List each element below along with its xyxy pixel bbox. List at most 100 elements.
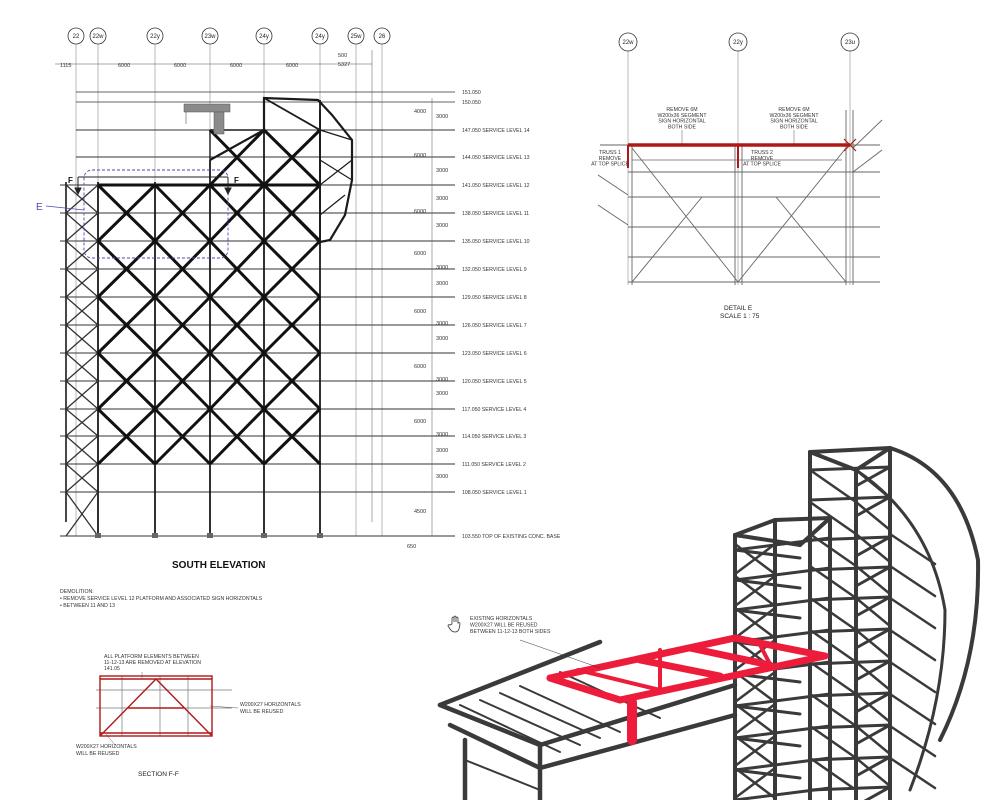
column-base-plates (95, 533, 323, 538)
3d-diagonal (733, 766, 777, 800)
3d-tier-beam (733, 596, 832, 612)
side-brace (65, 463, 99, 493)
x-brace (262, 295, 322, 355)
3d-diagonal (854, 500, 892, 532)
base-plate (317, 533, 323, 538)
level-label: 144.050 SERVICE LEVEL 13 (462, 155, 530, 161)
vertical-dimension-chain (371, 50, 433, 536)
3d-diagonal (733, 734, 777, 768)
vertical-dim-label: 3000 (436, 281, 448, 287)
level-label: 150.050 (462, 100, 481, 106)
side-brace (65, 408, 99, 437)
grid-bubble-label: 25w (350, 34, 362, 40)
3d-diagonal (733, 574, 777, 608)
vertical-dim-label: 3000 (436, 114, 448, 120)
side-brace (65, 324, 99, 354)
3d-diagonal (854, 532, 892, 564)
3d-diagonal (854, 660, 892, 692)
bay-dim-3: 6000 (230, 63, 242, 69)
grid-bubble-label: 23w (204, 34, 216, 40)
side-brace (65, 491, 99, 537)
3d-diagonal (808, 596, 858, 632)
note-line: 11-12-13 ARE REMOVED AT ELEVATION (104, 660, 201, 666)
note-line: ALL PLATFORM ELEMENTS BETWEEN (104, 654, 199, 660)
level-label: 120.050 SERVICE LEVEL 5 (462, 379, 527, 385)
3d-diagonal (888, 628, 937, 662)
3d-tier-beam (854, 627, 892, 650)
x-brace (96, 239, 157, 299)
grid-bubble-label: 22y (150, 34, 160, 40)
grid-bubble-label: 22w (92, 34, 104, 40)
vertical-dim-label: 3000 (436, 321, 448, 327)
level-label: 129.050 SERVICE LEVEL 8 (462, 295, 527, 301)
elevation-gridlines (75, 44, 383, 536)
grid-bubble-label: 24y (315, 34, 325, 40)
level-label: 123.050 SERVICE LEVEL 6 (462, 351, 527, 357)
bay-dim-1: 6000 (118, 63, 130, 69)
vertical-dim-label: 3000 (436, 336, 448, 342)
x-brace (153, 295, 212, 355)
3d-diagonal (888, 692, 937, 726)
detail-grid-bubble-label: 22w (622, 40, 634, 46)
vertical-dim-label: 6000 (414, 419, 426, 425)
3d-tier-beam (854, 659, 892, 682)
3d-diagonal (888, 724, 937, 758)
3d-tier-beam (733, 724, 832, 740)
detail-leaders (681, 130, 795, 145)
3d-diagonal (888, 660, 937, 694)
note-line: AT TOP SPLICE (743, 162, 781, 168)
3d-tier-beam (733, 578, 802, 590)
side-brace (65, 296, 99, 326)
x-brace (208, 407, 266, 466)
level-label: 151.050 (462, 90, 481, 96)
detail-e-mark: E (36, 202, 43, 213)
3d-diagonal (888, 564, 937, 598)
3d-diagonal (854, 756, 892, 788)
side-brace (65, 268, 99, 298)
note-line: BOTH SIDE (668, 124, 696, 130)
3d-diagonal (733, 606, 777, 640)
vertical-dim-label: 6000 (414, 309, 426, 315)
note-line: W200X27 WILL BE REUSED (470, 623, 538, 629)
vertical-dim-label: 6000 (414, 153, 426, 159)
3d-note-leader (519, 639, 601, 669)
removed-corner-mark (843, 138, 857, 152)
vertical-dim-label: 6000 (414, 209, 426, 215)
x-brace (96, 295, 157, 355)
right-dim-a: 500 (338, 53, 347, 59)
base-plate (261, 533, 267, 538)
level-label: 132.050 SERVICE LEVEL 9 (462, 267, 527, 273)
x-brace (153, 407, 212, 466)
3d-diagonal (808, 500, 858, 536)
note-line: EXISTING HORIZONTALS (470, 616, 533, 622)
x-brace (262, 351, 322, 411)
vertical-dim-label: 6000 (414, 251, 426, 257)
3d-diagonal (808, 628, 858, 664)
left-side-bracing (65, 184, 99, 537)
bay-dim-2: 6000 (174, 63, 186, 69)
3d-diagonal (808, 756, 858, 792)
vertical-dim-label: 3000 (436, 432, 448, 438)
3d-diagonal (733, 542, 777, 576)
x-brace (96, 351, 157, 411)
3d-diagonal (888, 756, 937, 790)
section-leaders (105, 672, 239, 746)
x-brace (208, 183, 266, 243)
3d-tier-beam (854, 595, 892, 618)
vertical-dim-label: 3000 (436, 223, 448, 229)
3d-tier-beam (733, 692, 832, 708)
bay-dim-4: 6000 (286, 63, 298, 69)
3d-diagonal (888, 596, 937, 630)
side-brace (65, 240, 99, 270)
3d-tier-beam (733, 756, 832, 772)
section-mark-left: F (68, 176, 73, 185)
